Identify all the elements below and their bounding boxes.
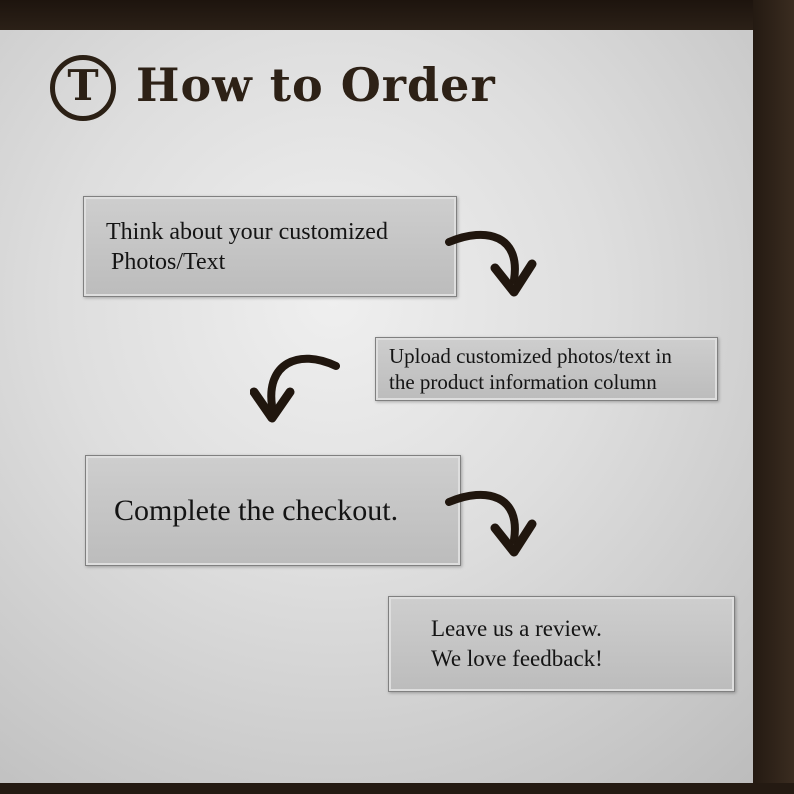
page-title: How to Order xyxy=(136,58,496,112)
bottom-frame-bar xyxy=(0,783,794,794)
curved-arrow-down-right-icon xyxy=(445,230,537,297)
right-frame-bar xyxy=(753,0,794,794)
step-box-4: Leave us a review. We love feedback! xyxy=(388,596,735,692)
step-3-text-line: Complete the checkout. xyxy=(114,493,399,527)
step-box-3: Complete the checkout. xyxy=(85,455,461,566)
step-4-text-line: We love feedback! xyxy=(431,646,603,671)
brand-logo-letter: T xyxy=(67,61,99,110)
step-2-text-line: the product information column xyxy=(389,370,657,394)
step-1-text-line: Think about your customized xyxy=(106,218,388,245)
step-2-text-line: Upload customized photos/text in xyxy=(389,344,672,368)
step-box-2: Upload customized photos/text in the pro… xyxy=(375,337,718,401)
brand-logo-circle: T xyxy=(50,55,116,121)
step-1-text-line: Photos/Text xyxy=(111,248,226,275)
step-box-1: Think about your customized Photos/Text xyxy=(83,196,457,297)
curved-arrow-down-right-icon xyxy=(445,490,537,557)
top-frame-bar xyxy=(0,0,794,30)
step-4-text-line: Leave us a review. xyxy=(431,616,602,641)
curved-arrow-down-left-icon xyxy=(250,354,340,423)
